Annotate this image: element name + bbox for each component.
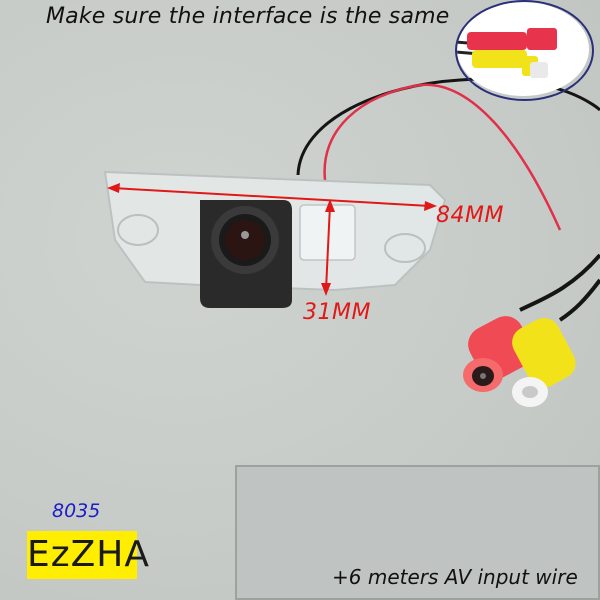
brand-badge: EzZHA xyxy=(27,531,149,579)
height-dimension-label: 31MM xyxy=(303,300,371,325)
headline-text: Make sure the interface is the same xyxy=(46,4,450,29)
width-dimension-label: 84MM xyxy=(436,203,504,228)
accessory-caption: +6 meters AV input wire xyxy=(332,565,578,589)
accessory-panel: +6 meters AV input wire xyxy=(235,465,600,600)
connector-inset-icon xyxy=(455,0,594,101)
model-number: 8035 xyxy=(52,500,101,522)
